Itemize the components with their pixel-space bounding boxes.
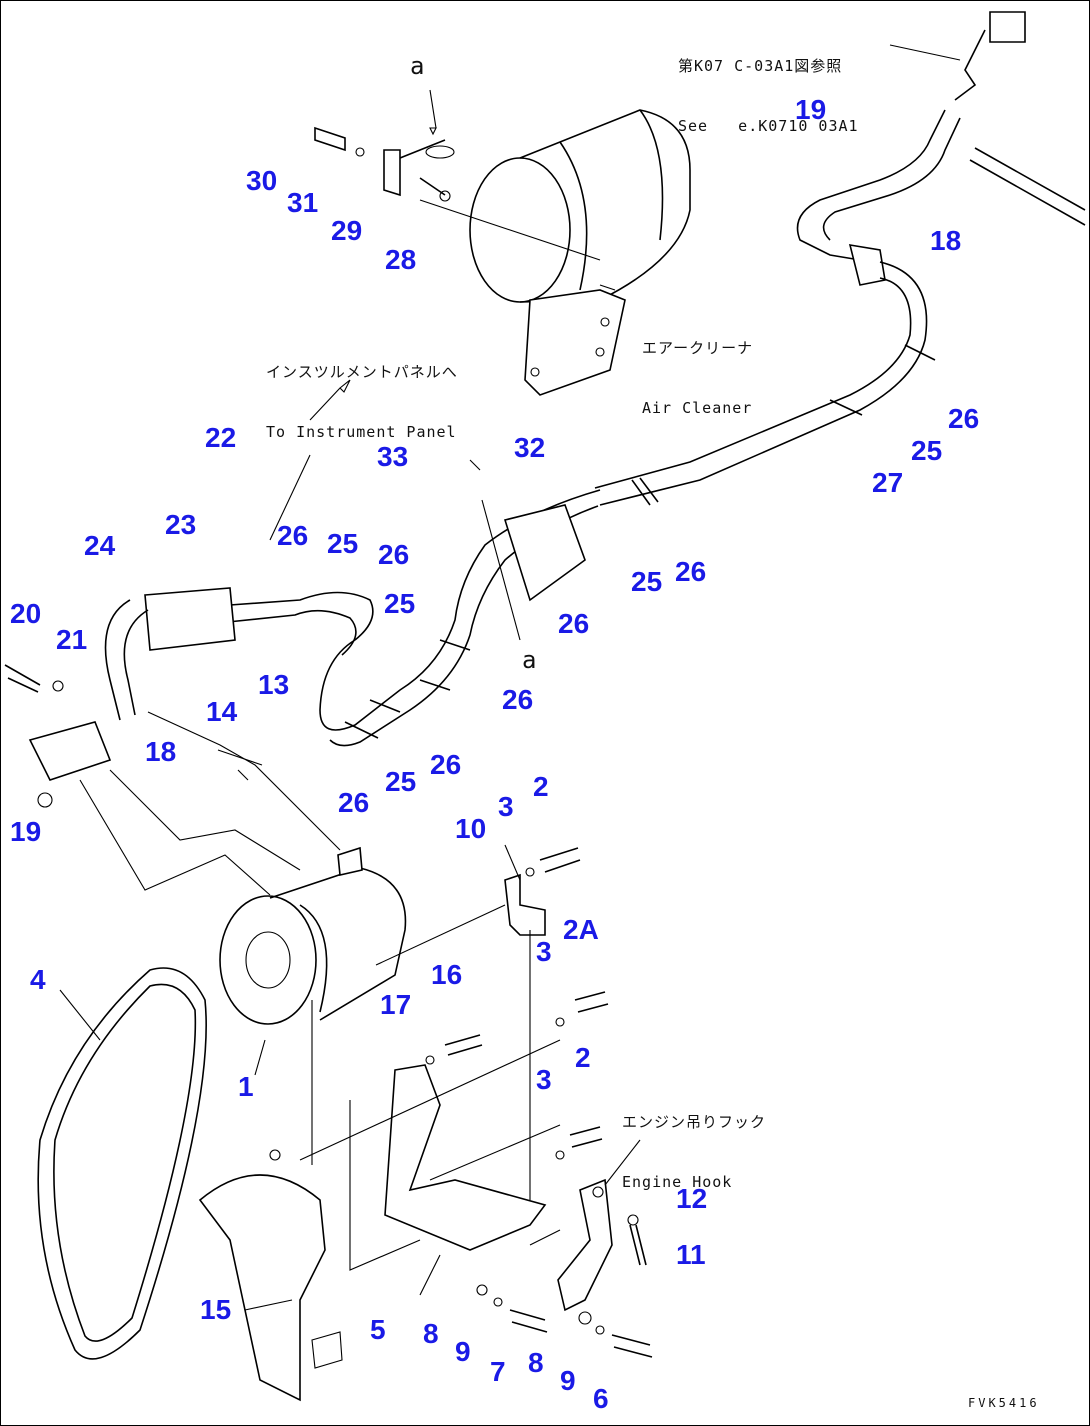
callout-8-right: 8 <box>528 1347 544 1378</box>
callout-25-e: 25 <box>911 435 943 466</box>
callout-26-g: 26 <box>338 787 370 818</box>
callout-25-c: 25 <box>385 766 417 797</box>
callout-3-upper: 3 <box>498 791 514 822</box>
callout-18-left: 18 <box>145 736 177 767</box>
instrument-panel-label: インスツルメントパネルへ To Instrument Panel <box>266 322 458 462</box>
callout-16: 16 <box>431 959 463 990</box>
callout-23: 23 <box>165 509 197 540</box>
callout-31: 32 <box>514 432 546 463</box>
callout-12: 12 <box>676 1183 708 1214</box>
upper-hose-route <box>594 11 1086 506</box>
callout-25-d: 25 <box>631 566 663 597</box>
leader-lines <box>59 44 961 1311</box>
callout-19-right: 19 <box>795 94 827 125</box>
reference-note-jp: 第K07 C-03A1図参照 <box>678 57 843 75</box>
air-cleaner-label-jp: エアークリーナ <box>642 339 754 357</box>
callout-17: 17 <box>380 989 412 1020</box>
air-cleaner-label: エアークリーナ Air Cleaner <box>642 298 753 438</box>
view-letter-a-bottom: a <box>522 646 537 674</box>
reference-note: 第K07 C-03A1図参照 See e.K0710 03A1 <box>678 16 859 156</box>
callout-2-lower: 2 <box>575 1042 591 1073</box>
callout-26-e: 26 <box>502 684 534 715</box>
callout-2-upper: 2 <box>533 771 549 802</box>
callout-20: 20 <box>10 598 42 629</box>
callout-32: 33 <box>377 441 409 472</box>
engine-hook-label: エンジン吊りフック Engine Hook <box>622 1072 766 1212</box>
callout-9-right: 9 <box>560 1365 576 1396</box>
callout-26-f: 26 <box>430 749 462 780</box>
callout-3-middle: 3 <box>536 936 552 967</box>
callout-9-left: 9 <box>455 1336 471 1367</box>
callout-7: 7 <box>490 1356 506 1387</box>
instrument-panel-label-en: To Instrument Panel <box>266 423 457 441</box>
view-letter-a-top: a <box>410 52 425 80</box>
callout-10: 10 <box>455 813 487 844</box>
mounting-brackets <box>198 847 653 1402</box>
callout-15: 15 <box>200 1294 232 1325</box>
callout-27: 28 <box>385 244 417 275</box>
callout-29: 30 <box>246 165 278 196</box>
callout-25-b: 25 <box>384 588 416 619</box>
callout-26-h: 26 <box>948 403 980 434</box>
compressor-illustration <box>217 749 407 1025</box>
callout-5: 5 <box>370 1314 386 1345</box>
v-belt-illustration <box>37 967 207 1360</box>
engine-hook-label-jp: エンジン吊りフック <box>622 1113 767 1131</box>
callout-1: 1 <box>238 1071 254 1102</box>
callout-26-d: 26 <box>675 556 707 587</box>
callout-2a: 2A <box>563 914 599 945</box>
callout-30: 31 <box>287 187 319 218</box>
callout-8-left: 8 <box>423 1318 439 1349</box>
callout-21: 21 <box>56 624 88 655</box>
callout-24: 24 <box>84 530 116 561</box>
callout-14: 14 <box>206 696 238 727</box>
callout-19-left: 19 <box>10 816 42 847</box>
air-cleaner-illustration <box>469 109 691 396</box>
callout-6: 6 <box>593 1383 609 1414</box>
callout-22: 22 <box>205 422 237 453</box>
callout-11: 11 <box>676 1239 706 1270</box>
callout-18-right: 18 <box>930 225 962 256</box>
callout-26-b: 26 <box>378 539 410 570</box>
engine-hook-label-en: Engine Hook <box>622 1173 733 1191</box>
reference-note-en: See e.K0710 03A1 <box>678 117 859 135</box>
callout-26-c: 26 <box>558 608 590 639</box>
lower-hose-route <box>4 379 601 808</box>
callout-4: 4 <box>30 964 46 995</box>
drawing-code: FVK5416 <box>968 1396 1040 1410</box>
callout-3-lower: 3 <box>536 1064 552 1095</box>
instrument-panel-label-jp: インスツルメントパネルへ <box>266 363 458 381</box>
air-cleaner-label-en: Air Cleaner <box>642 399 753 417</box>
callout-26-a: 26 <box>277 520 309 551</box>
callout-13: 13 <box>258 669 290 700</box>
clamp-bolt-group <box>314 89 455 202</box>
callout-28: 29 <box>331 215 363 246</box>
callout-25-a: 25 <box>327 528 359 559</box>
callout-26-i: 27 <box>872 467 904 498</box>
